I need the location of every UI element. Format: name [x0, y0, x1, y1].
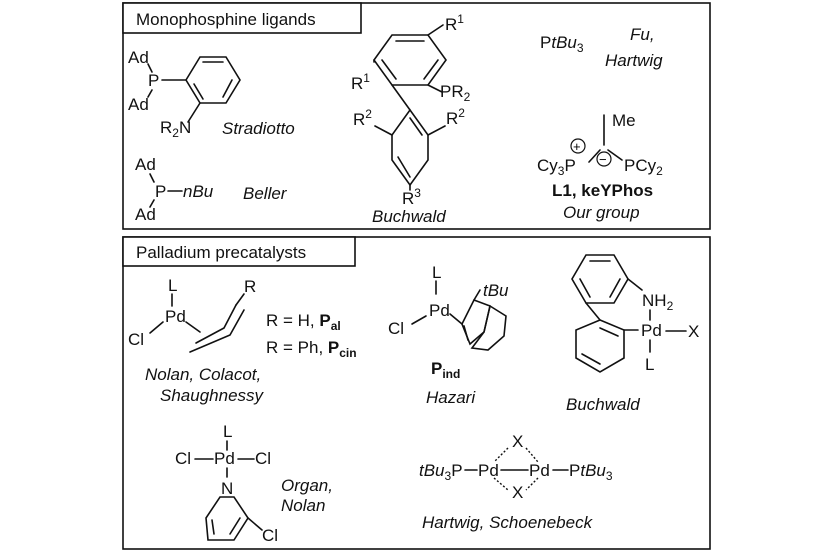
hartwig-credit: Hartwig [605, 51, 663, 70]
stradiotto-credit: Stradiotto [222, 119, 295, 138]
pyridine-ring [205, 496, 249, 541]
fu-hartwig-ligand: PtBu3 Fu, Hartwig [540, 25, 663, 70]
x-label: X [512, 432, 523, 451]
ad-label: Ad [135, 205, 156, 224]
x-label: X [688, 322, 699, 341]
ptbu3-label: PtBu3 [540, 33, 584, 55]
ligand-label: L [432, 263, 441, 282]
negative-charge [596, 151, 612, 167]
indenyl-six-ring [470, 304, 507, 351]
chloride-label: Cl [175, 449, 191, 468]
pd-dimer-precatalyst: X X tBu3P Pd Pd PtBu3 Hartwig, Schoenebe… [419, 432, 613, 532]
positive-charge [570, 138, 586, 154]
x-label: X [512, 483, 523, 502]
chloride-label: Cl [128, 330, 144, 349]
fu-credit: Fu, [630, 25, 655, 44]
pd-allyl-bond [185, 321, 201, 333]
r1-label: R1 [445, 12, 464, 34]
keyphos-ligand: Me + − Cy3P PCy2 L1, keYPhos Our group [537, 111, 663, 222]
pal-line: R = H, Pal [266, 311, 341, 333]
ptbu3-left-label: tBu3P [419, 461, 463, 483]
our-group-credit: Our group [563, 203, 640, 222]
ad-label: Ad [128, 95, 149, 114]
minus-sign: − [599, 152, 607, 167]
precatalyst-header-box [122, 236, 356, 267]
ligand-label: L [223, 422, 232, 441]
allyl-group [195, 304, 237, 344]
shaughnessy-credit: Shaughnessy [160, 386, 265, 405]
palladium-label: Pd [214, 449, 235, 468]
r2-label: R2 [446, 106, 465, 128]
beller-credit: Beller [243, 184, 288, 203]
phosphorus-label: P [155, 182, 166, 201]
palladium-label: Pd [529, 461, 550, 480]
ad-label: Ad [135, 155, 156, 174]
palladium-label: Pd [478, 461, 499, 480]
r3-label: R3 [402, 186, 421, 208]
upper-ring [373, 34, 447, 86]
palladium-label: Pd [641, 321, 662, 340]
buchwald-ligand: R1 PR2 R1 R2 R2 R3 Buchwald [351, 12, 471, 226]
tbu-label: tBu [483, 281, 509, 300]
r1-label: R1 [351, 71, 370, 93]
ligand-label: L [645, 355, 654, 374]
r2-label: R2 [353, 107, 372, 129]
keyphos-label: L1, keYPhos [552, 181, 653, 200]
pcin-line: R = Ph, Pcin [266, 338, 357, 360]
precatalyst-panel [122, 236, 711, 550]
nolan-credit: Nolan, Colacot, [145, 365, 261, 384]
ptbu3-right-label: PtBu3 [569, 461, 613, 483]
cy3p-label: Cy3P [537, 156, 576, 178]
beller-ligand: Ad Ad P nBu Beller [135, 155, 288, 224]
stradiotto-ligand: Ad Ad P R2N Stradiotto [128, 48, 295, 140]
ligand-label: L [168, 276, 177, 295]
organ-credit: Organ, [281, 476, 333, 495]
palladium-label: Pd [165, 307, 186, 326]
buchwald-credit: Buchwald [372, 207, 446, 226]
hartwig-schoenebeck-credit: Hartwig, Schoenebeck [422, 513, 594, 532]
monophosphine-header: Monophosphine ligands [136, 10, 316, 29]
r-label: R [244, 277, 256, 296]
monophosphine-header-box [122, 2, 362, 34]
pind-label: Pind [431, 359, 460, 381]
buchwald-credit: Buchwald [566, 395, 640, 414]
organ-precatalyst: L Cl Pd Cl N Cl Organ, Nolan [175, 422, 333, 545]
nbu-label: nBu [183, 182, 214, 201]
amine-label: R2N [160, 118, 191, 140]
chloride-label: Cl [388, 319, 404, 338]
methyl-label: Me [612, 111, 636, 130]
nolan-precatalyst: L Pd Cl R R = H, Pal R = Ph, Pcin Nolan,… [128, 276, 357, 405]
hazari-credit: Hazari [426, 388, 476, 407]
chloride-label: Cl [262, 526, 278, 545]
phosphorus-label: P [148, 71, 159, 90]
ad-label: Ad [128, 48, 149, 67]
monophosphine-panel [122, 2, 711, 230]
buchwald-palladacycle: NH2 Pd X L Buchwald [566, 254, 699, 414]
nh2-label: NH2 [642, 291, 674, 313]
palladium-label: Pd [429, 301, 450, 320]
nitrogen-label: N [221, 479, 233, 498]
upper-aryl-ring [571, 254, 629, 304]
plus-sign: + [573, 139, 581, 154]
pcy2-label: PCy2 [624, 156, 663, 178]
pr2-label: PR2 [440, 82, 471, 104]
hazari-precatalyst: L Pd Cl tBu Pind Hazari [388, 263, 509, 407]
lower-ring [391, 108, 429, 187]
nolan-credit: Nolan [281, 496, 325, 515]
precatalyst-header: Palladium precatalysts [136, 243, 306, 262]
chloride-label: Cl [255, 449, 271, 468]
